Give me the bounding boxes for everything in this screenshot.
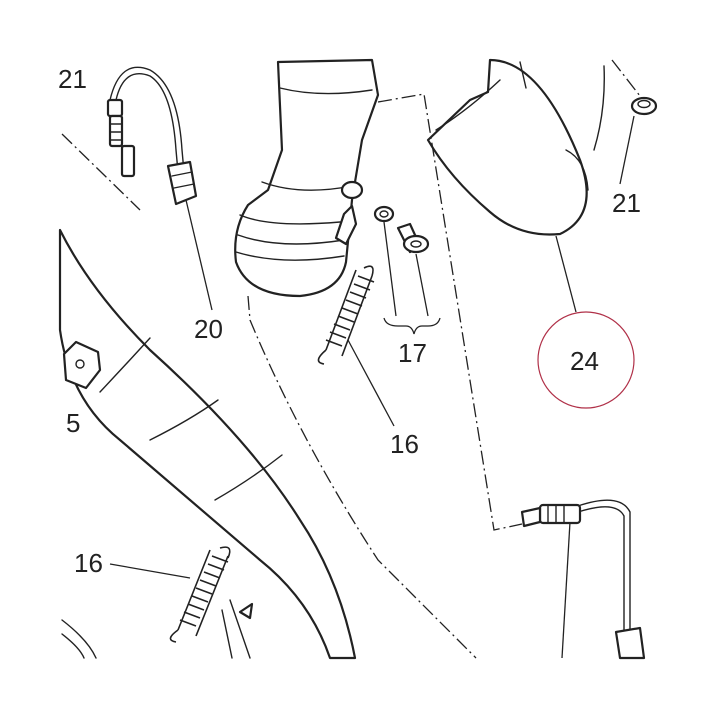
spring-16-left — [169, 546, 231, 643]
highlight-circle-24 — [537, 311, 635, 409]
spring-hook-bracket — [238, 180, 364, 620]
callout-16-center: 16 — [390, 429, 419, 459]
exhaust-header-pipe-left — [58, 228, 357, 660]
callout-21-right: 21 — [612, 188, 641, 218]
callout-17: 17 — [398, 338, 427, 368]
washer-17 — [373, 205, 395, 223]
assembly-lines — [61, 59, 641, 659]
callout-16-left: 16 — [74, 548, 103, 578]
grommet-21 — [630, 96, 658, 116]
spring-16-center — [317, 265, 375, 365]
oxygen-sensor-top-left — [106, 66, 198, 206]
pipe-fragment-bottom-left — [61, 619, 97, 659]
callout-21-top-left: 21 — [58, 64, 87, 94]
callout-20: 20 — [194, 314, 223, 344]
leader-lines — [109, 115, 635, 659]
exhaust-header-pipe-center — [234, 58, 380, 298]
callout-24: 24 — [570, 346, 599, 376]
callout-5: 5 — [66, 408, 80, 438]
bolt-17 — [396, 222, 430, 254]
muffler-pipe-right — [426, 58, 605, 236]
oxygen-sensor-bottom-right — [520, 499, 646, 660]
